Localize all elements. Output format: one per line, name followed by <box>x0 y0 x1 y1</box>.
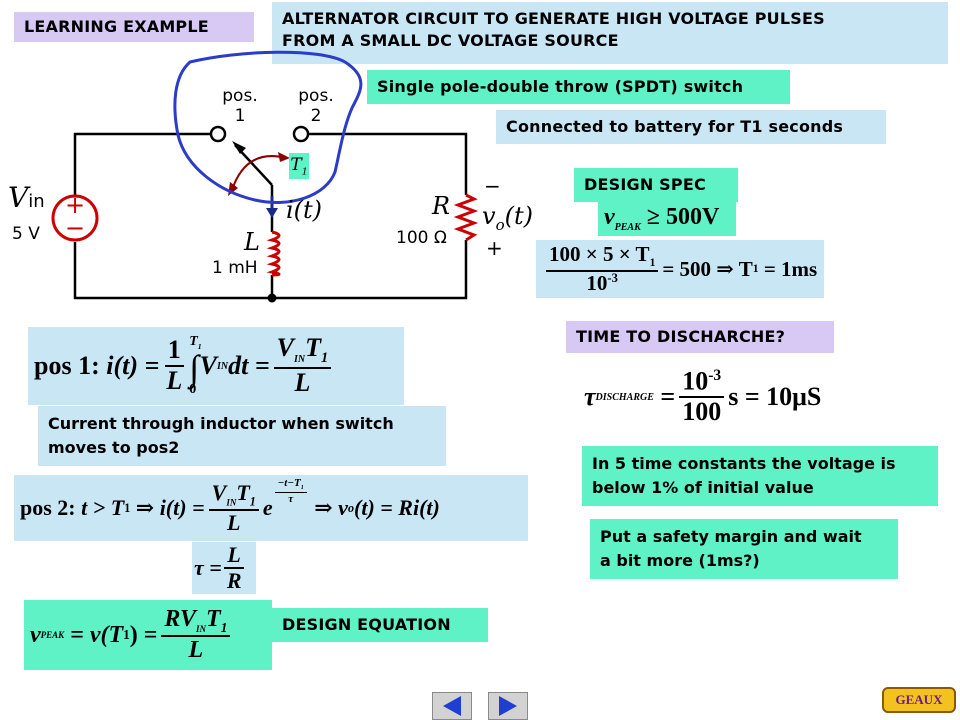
left-arrow-icon <box>443 696 461 716</box>
resistor-value: 100 Ω <box>396 228 447 248</box>
switch-highlight-circle <box>173 50 363 204</box>
vin-value: 5 V <box>12 224 40 244</box>
resistor-zigzag <box>453 193 479 242</box>
junction-dot <box>267 293 277 303</box>
integral-icon: ∫ <box>189 348 200 389</box>
design-equation-label: DESIGN EQUATION <box>272 608 488 642</box>
learning-example-label: LEARNING EXAMPLE <box>14 12 254 42</box>
spdt-callout: Single pole-double throw (SPDT) switch <box>367 70 790 104</box>
pos1-fraction-2: VINT1 L <box>273 333 332 398</box>
current-arrow-icon <box>266 208 278 218</box>
pos2-exponent: −t−T1 τ <box>274 477 307 505</box>
inductor-symbol: L <box>244 228 260 256</box>
switch-arm <box>234 144 273 186</box>
switch-terminal-2 <box>292 125 310 143</box>
circuit-wires <box>73 132 468 300</box>
vin-label: Vin <box>8 181 45 214</box>
pos1-label: pos. 1 <box>222 86 258 126</box>
inductor-coil <box>266 230 281 277</box>
right-arrow-icon <box>499 696 517 716</box>
pos2-label: pos. 2 <box>298 86 334 126</box>
five-time-constants-note: In 5 time constants the voltage is below… <box>582 446 938 506</box>
t1-label: T1 <box>289 153 309 179</box>
switch-action-arrow-icon <box>231 155 287 191</box>
safety-margin-note: Put a safety margin and wait a bit more … <box>590 519 898 579</box>
switch-terminal-1 <box>209 125 227 143</box>
inductor-value: 1 mH <box>212 258 258 278</box>
tau-equation: τ = L R <box>192 542 256 594</box>
current-label: i(t) <box>286 196 323 224</box>
switch-arm-head-icon <box>232 141 246 154</box>
prev-button[interactable] <box>432 692 472 720</box>
voltage-source <box>51 194 99 242</box>
geaux-button[interactable]: GEAUX <box>882 687 956 713</box>
design-fraction: RVINT1 L <box>161 606 231 664</box>
time-to-discharge-label: TIME TO DISCHARCHE? <box>566 321 834 353</box>
title-line-2: FROM A SMALL DC VOLTAGE SOURCE <box>282 31 619 50</box>
design-spec-label: DESIGN SPEC <box>574 168 738 202</box>
learning-example-text: LEARNING EXAMPLE <box>24 17 209 36</box>
tau-fraction: L R <box>224 542 245 593</box>
page-title: ALTERNATOR CIRCUIT TO GENERATE HIGH VOLT… <box>272 2 948 64</box>
pos1-fraction-1: 1 L <box>164 335 184 395</box>
tau-discharge-fraction: 10-3 100 <box>679 367 725 427</box>
inductor-current-note: Current through inductor when switch mov… <box>38 406 446 466</box>
spec-calc-fraction: 100 × 5 × T1 10-3 <box>546 242 659 295</box>
source-minus-icon: − <box>65 214 85 242</box>
vo-label: vo(t) <box>482 202 533 234</box>
connected-callout: Connected to battery for T1 seconds <box>496 110 886 144</box>
design-spec-equation: vPEAK ≥ 500V <box>598 202 736 236</box>
next-button[interactable] <box>488 692 528 720</box>
title-line-1: ALTERNATOR CIRCUIT TO GENERATE HIGH VOLT… <box>282 9 825 28</box>
integral-limits: T1 ∫ 0 <box>189 333 202 398</box>
pos2-fraction: VINT1 L <box>208 480 259 535</box>
resistor-symbol: R <box>432 192 451 220</box>
vo-minus-sign: − <box>484 174 501 198</box>
vo-plus-sign: + <box>486 236 503 260</box>
source-plus-icon: + <box>65 191 85 219</box>
